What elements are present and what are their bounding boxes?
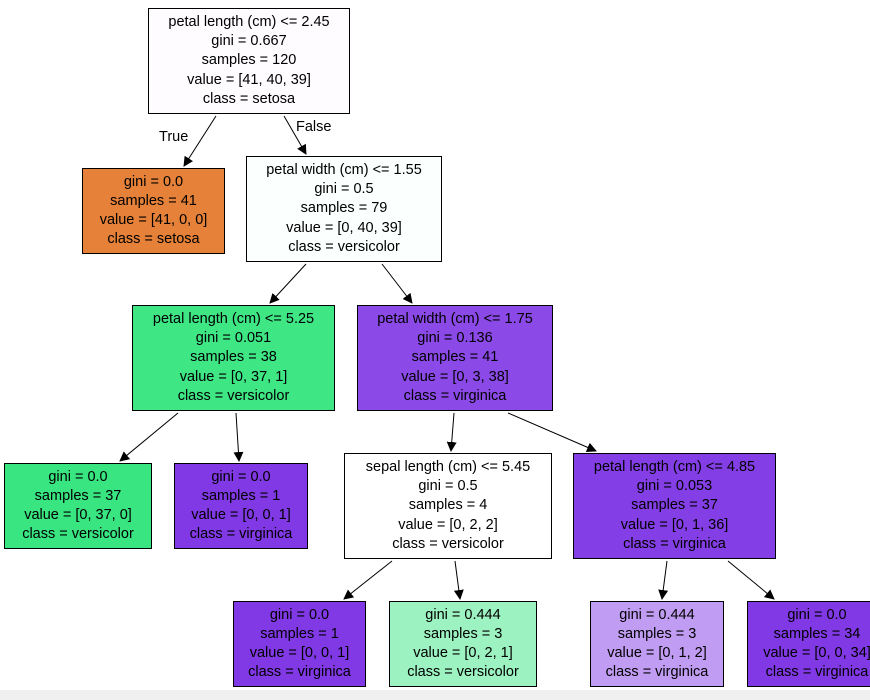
node-line: petal length (cm) <= 4.85 [593, 458, 756, 475]
node-line: gini = 0.667 [211, 33, 287, 50]
tree-node-n1: gini = 0.0 samples = 41 value = [41, 0, 0]… [82, 168, 225, 254]
node-line: value = [41, 40, 39] [187, 71, 311, 88]
node-line: samples = 4 [408, 497, 488, 514]
tree-node-n7: sepal length (cm) <= 5.45 gini = 0.5 sampl… [344, 453, 552, 559]
node-line: value = [0, 37, 0] [24, 507, 132, 523]
node-line: value = [0, 2, 2] [398, 516, 498, 533]
node-line: gini = 0.444 [425, 606, 501, 623]
edge-n4-n7 [446, 412, 457, 452]
tree-node-n12: gini = 0.0 samples = 34 value = [0, 0, 34]… [747, 601, 870, 687]
node-line: gini = 0.0 [123, 173, 184, 190]
node-line: gini = 0.0 [211, 468, 271, 485]
tree-node-n6: gini = 0.0 samples = 1 value = [0, 0, 1] cl… [174, 463, 308, 549]
node-line: gini = 0.0 [48, 468, 108, 485]
tree-node-n4: petal width (cm) <= 1.75 gini = 0.136 samp… [357, 305, 553, 411]
tree-node-n5: gini = 0.0 samples = 37 value = [0, 37, 0]… [4, 463, 152, 549]
edge-n7-n9 [343, 560, 393, 600]
node-line: class = virginica [248, 664, 351, 681]
node-line: sepal length (cm) <= 5.45 [365, 458, 531, 475]
tree-node-n10: gini = 0.444 samples = 3 value = [0, 2, 1]… [389, 601, 537, 687]
node-line: samples = 34 [773, 625, 861, 642]
tree-node-n9: gini = 0.0 samples = 1 value = [0, 0, 1] cl… [233, 601, 366, 687]
tree-node-n8: petal length (cm) <= 4.85 gini = 0.053 sam… [573, 453, 776, 559]
edge-n8-n11 [658, 560, 669, 600]
node-line: value = [0, 1, 36] [620, 516, 729, 533]
node-line: gini = 0.5 [314, 181, 374, 198]
node-line: class = virginica [765, 664, 869, 681]
node-line: samples = 41 [411, 349, 499, 366]
node-line: samples = 1 [260, 625, 339, 642]
edge-n2-n4 [381, 263, 413, 304]
node-line: value = [0, 2, 1] [413, 645, 513, 661]
edge-label-false: False [296, 119, 332, 135]
node-line: petal width (cm) <= 1.75 [377, 310, 533, 327]
edge-n3-n5 [119, 412, 179, 462]
tree-node-n3: petal length (cm) <= 5.25 gini = 0.051 sam… [132, 305, 335, 411]
node-line: value = [0, 0, 34] [763, 645, 870, 661]
node-line: petal length (cm) <= 2.45 [168, 13, 330, 30]
node-line: class = virginica [403, 387, 507, 404]
node-line: gini = 0.444 [619, 606, 695, 623]
node-line: samples = 38 [190, 349, 277, 366]
node-line: samples = 1 [201, 487, 281, 504]
edge-n0-n1 [183, 115, 217, 167]
tree-node-n2: petal width (cm) <= 1.55 gini = 0.5 sample… [246, 156, 442, 262]
node-line: class = virginica [605, 664, 709, 681]
node-line: class = versicolor [177, 387, 290, 404]
node-line: class = versicolor [288, 238, 400, 255]
tree-node-n0: petal length (cm) <= 2.45 gini = 0.667 sam… [148, 8, 350, 114]
node-line: gini = 0.0 [269, 606, 330, 623]
node-line: value = [0, 37, 1] [179, 368, 288, 385]
node-line: class = versicolor [22, 526, 134, 543]
node-line: samples = 79 [300, 200, 388, 217]
edge-n2-n3 [269, 263, 307, 304]
node-line: class = versicolor [392, 535, 504, 552]
edge-n4-n8 [507, 412, 597, 453]
node-line: petal width (cm) <= 1.55 [266, 161, 422, 178]
node-line: class = setosa [107, 231, 200, 248]
edge-label-true: True [159, 129, 189, 145]
node-line: class = versicolor [407, 664, 519, 681]
node-line: class = virginica [189, 526, 293, 543]
node-line: class = virginica [623, 535, 726, 552]
node-line: gini = 0.0 [787, 606, 847, 623]
node-line: value = [0, 0, 1] [249, 645, 350, 661]
node-line: gini = 0.053 [636, 478, 713, 495]
node-line: value = [41, 0, 0] [99, 212, 208, 228]
node-line: value = [0, 1, 2] [607, 645, 707, 661]
node-line: samples = 120 [201, 52, 297, 69]
bottom-strip [0, 690, 870, 700]
node-line: samples = 3 [423, 625, 503, 642]
edge-n3-n6 [233, 412, 244, 462]
node-line: petal length (cm) <= 5.25 [152, 310, 315, 327]
node-line: gini = 0.051 [195, 330, 272, 347]
node-line: samples = 3 [617, 625, 697, 642]
node-line: gini = 0.5 [418, 478, 478, 495]
node-line: value = [0, 40, 39] [286, 219, 402, 236]
node-line: value = [0, 0, 1] [191, 507, 291, 523]
node-line: samples = 41 [110, 192, 197, 209]
node-line: samples = 37 [34, 487, 122, 504]
tree-node-n11: gini = 0.444 samples = 3 value = [0, 1, 2]… [590, 601, 724, 687]
node-line: value = [0, 3, 38] [401, 368, 509, 385]
node-line: samples = 37 [631, 497, 718, 514]
node-line: gini = 0.136 [417, 330, 493, 347]
edge-n0-n2 [283, 115, 307, 155]
edge-n7-n10 [453, 560, 464, 600]
edge-n8-n12 [727, 560, 775, 600]
node-line: class = setosa [202, 90, 296, 107]
